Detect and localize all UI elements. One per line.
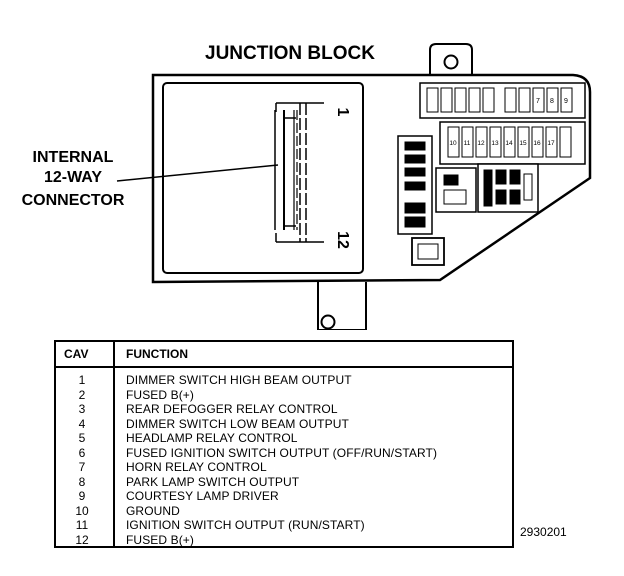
- upper-fuse-bank: [419, 82, 586, 119]
- table-header: CAV FUNCTION: [56, 342, 512, 368]
- table-row: 6 FUSED IGNITION SWITCH OUTPUT (OFF/RUN/S…: [56, 446, 512, 461]
- fuse-number: 8: [550, 98, 554, 105]
- table-row: 7 HORN RELAY CONTROL: [56, 460, 512, 475]
- table-row: 2 FUSED B(+): [56, 388, 512, 403]
- cav-number: 1: [78, 373, 86, 387]
- relay-block-right: [477, 163, 539, 213]
- cav-number: 5: [78, 431, 86, 445]
- lower-fuse-numbers: 10 11 12 13 14 15 16 17: [449, 140, 555, 147]
- table-row: 9 COURTESY LAMP DRIVER: [56, 489, 512, 504]
- table-row: 8 PARK LAMP SWITCH OUTPUT: [56, 475, 512, 490]
- cav-number: 7: [78, 460, 86, 474]
- lower-fuse-bank: [439, 121, 586, 165]
- upper-fuse-numbers: 7 8 9: [536, 98, 568, 105]
- small-connector: [411, 237, 445, 266]
- cav-number: 6: [78, 445, 86, 460]
- bottom-mounting-tab: [317, 282, 367, 330]
- column-divider: [113, 342, 115, 546]
- cav-function: PARK LAMP SWITCH OUTPUT: [126, 474, 300, 489]
- callout-line-3: CONNECTOR: [22, 192, 125, 209]
- diagram-title: JUNCTION BLOCK: [205, 43, 375, 64]
- cav-number: 2: [78, 387, 86, 402]
- callout-line-1: INTERNAL: [33, 149, 114, 166]
- cav-number: 12: [75, 532, 89, 547]
- callout-line-2: 12-WAY: [44, 169, 102, 186]
- fuse-number: 9: [564, 98, 568, 105]
- column-header-cav: CAV: [64, 347, 89, 361]
- fuse-number: 10: [449, 140, 457, 147]
- cav-number: 8: [78, 474, 86, 489]
- cav-function: REAR DEFOGGER RELAY CONTROL: [126, 402, 338, 416]
- pin-label-first: 1: [334, 108, 351, 117]
- fuse-number: 11: [464, 140, 471, 147]
- cav-function: FUSED B(+): [126, 532, 195, 547]
- fuse-number: 7: [536, 98, 540, 105]
- table-row: 5 HEADLAMP RELAY CONTROL: [56, 431, 512, 446]
- cav-function: HORN RELAY CONTROL: [126, 460, 267, 474]
- relay-block-left: [435, 167, 477, 213]
- fuse-number: 15: [519, 140, 527, 147]
- fuse-number: 14: [505, 140, 513, 147]
- table-row: 3 REAR DEFOGGER RELAY CONTROL: [56, 402, 512, 417]
- table-row: 10 GROUND: [56, 504, 512, 519]
- cav-function: GROUND: [126, 503, 180, 518]
- cav-number: 11: [75, 518, 89, 532]
- table-row: 1 DIMMER SWITCH HIGH BEAM OUTPUT: [56, 373, 512, 388]
- cav-function: DIMMER SWITCH LOW BEAM OUTPUT: [126, 416, 349, 431]
- column-header-function: FUNCTION: [126, 347, 188, 361]
- table-row: 12 FUSED B(+): [56, 533, 512, 548]
- breaker-column: [397, 135, 433, 235]
- cav-function: FUSED B(+): [126, 387, 195, 402]
- cav-function: HEADLAMP RELAY CONTROL: [126, 431, 298, 445]
- pin-label-last: 12: [334, 231, 351, 249]
- cav-number: 9: [78, 489, 86, 503]
- cav-number: 3: [78, 402, 86, 416]
- fuse-number: 16: [533, 140, 541, 147]
- fuse-number: 17: [547, 140, 555, 147]
- cavity-function-table: CAV FUNCTION 1 DIMMER SWITCH HIGH BEAM OU…: [54, 340, 514, 548]
- fuse-number: 13: [491, 140, 499, 147]
- cav-function: IGNITION SWITCH OUTPUT (RUN/START): [126, 518, 365, 532]
- internal-12-way-connector: [274, 102, 324, 243]
- figure-id: 2930201: [520, 525, 567, 539]
- fuse-number: 12: [477, 140, 485, 147]
- cav-function: DIMMER SWITCH HIGH BEAM OUTPUT: [126, 373, 352, 387]
- cav-function: COURTESY LAMP DRIVER: [126, 489, 279, 503]
- callout-leader-line: [116, 164, 279, 182]
- cav-number: 10: [75, 503, 89, 518]
- table-row: 4 DIMMER SWITCH LOW BEAM OUTPUT: [56, 417, 512, 432]
- connector-callout: INTERNAL 12-WAY CONNECTOR: [22, 149, 279, 209]
- connector-panel: [162, 82, 364, 274]
- table-row: 11 IGNITION SWITCH OUTPUT (RUN/START): [56, 518, 512, 533]
- cav-number: 4: [78, 416, 86, 431]
- top-mounting-tab: [429, 43, 473, 75]
- cav-function: FUSED IGNITION SWITCH OUTPUT (OFF/RUN/ST…: [126, 445, 438, 460]
- junction-block-diagram: JUNCTION BLOCK 1 12 INTERNAL 12-WAY CONN…: [22, 43, 592, 330]
